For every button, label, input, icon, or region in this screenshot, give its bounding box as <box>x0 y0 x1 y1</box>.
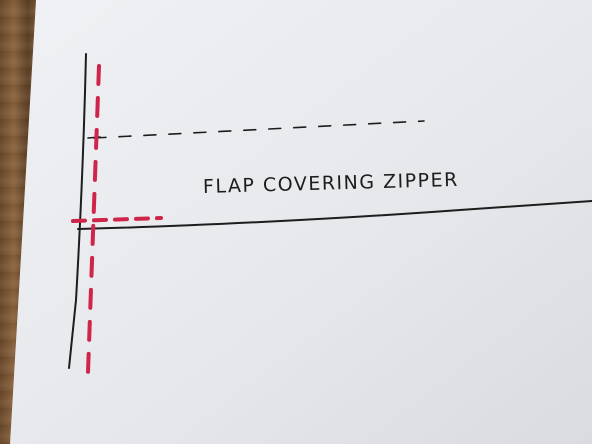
red-dashed-horizontal <box>71 216 163 223</box>
flap-edge-line <box>77 200 592 230</box>
vertical-edge-line <box>68 53 87 369</box>
dashed-fold-line <box>93 120 425 139</box>
red-dashed-vertical <box>86 64 101 374</box>
paper-surface <box>10 0 592 444</box>
